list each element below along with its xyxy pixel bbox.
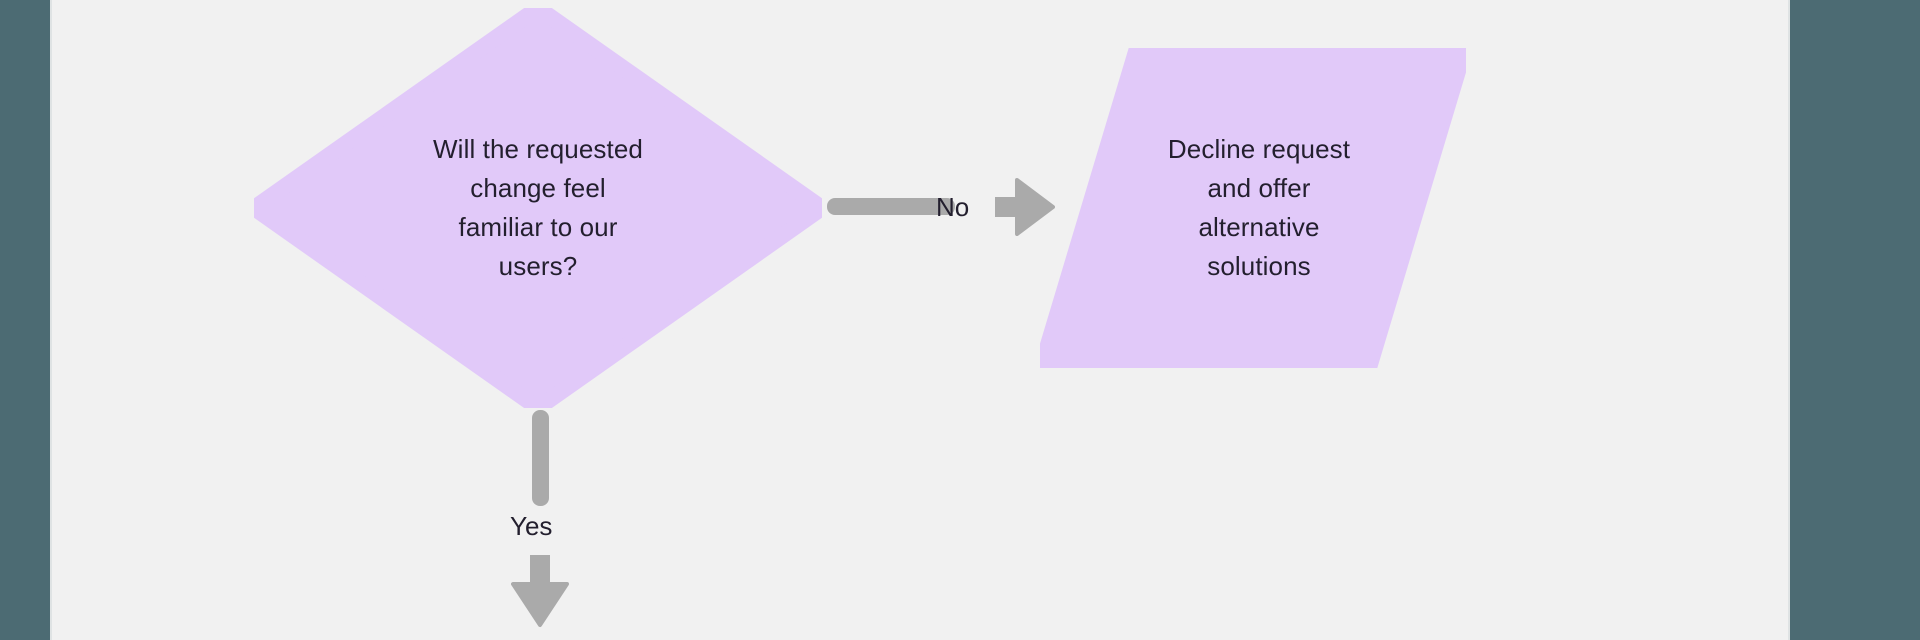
diagram-canvas[interactable]: Will the requested change feel familiar … — [52, 0, 1788, 640]
diamond-shape-icon — [254, 8, 822, 408]
left-panel-divider — [50, 0, 52, 640]
connector-yes-line — [532, 410, 549, 506]
decision-node-familiar[interactable]: Will the requested change feel familiar … — [254, 8, 822, 408]
left-side-panel — [0, 0, 50, 640]
connector-yes-arrow-icon — [511, 555, 569, 627]
right-side-panel — [1790, 0, 1920, 640]
right-panel-divider — [1788, 0, 1790, 640]
connector-no-arrow-icon — [995, 178, 1055, 236]
process-node-decline[interactable]: Decline request and offer alternative so… — [1040, 48, 1466, 368]
edge-label-no: No — [936, 192, 970, 222]
edge-label-yes: Yes — [510, 511, 553, 541]
connector-no-line — [827, 198, 955, 215]
parallelogram-shape-icon — [1040, 48, 1466, 368]
